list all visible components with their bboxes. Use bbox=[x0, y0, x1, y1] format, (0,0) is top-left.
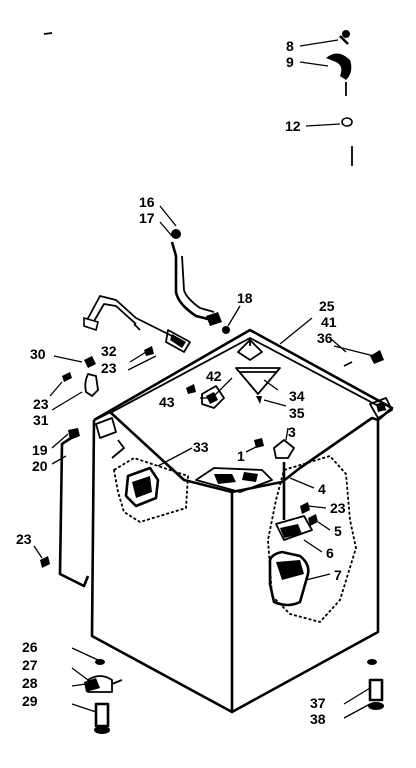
tube-assembly bbox=[83, 295, 191, 353]
callout-labels: 8 9 12 16 17 18 25 41 36 30 32 23 23 31 … bbox=[16, 38, 346, 727]
foot-right bbox=[367, 659, 384, 710]
callout-29: 29 bbox=[22, 693, 38, 709]
center-parts bbox=[186, 367, 281, 409]
callout-6: 6 bbox=[326, 545, 334, 561]
callout-35: 35 bbox=[289, 405, 305, 421]
callout-23-c: 23 bbox=[330, 500, 346, 516]
callout-20: 20 bbox=[32, 458, 48, 474]
hose-assembly bbox=[170, 229, 230, 334]
callout-41: 41 bbox=[321, 314, 337, 330]
callout-23-d: 23 bbox=[16, 531, 32, 547]
parts-1-3-4 bbox=[254, 438, 295, 520]
callout-8: 8 bbox=[286, 38, 294, 54]
callout-36: 36 bbox=[317, 330, 333, 346]
callout-30: 30 bbox=[30, 346, 46, 362]
callout-5: 5 bbox=[334, 523, 342, 539]
screw-23-left bbox=[40, 556, 50, 568]
callout-17: 17 bbox=[139, 210, 155, 226]
callout-42: 42 bbox=[206, 368, 222, 384]
callout-1: 1 bbox=[237, 448, 245, 464]
callout-3: 3 bbox=[288, 424, 296, 440]
callout-38: 38 bbox=[310, 711, 326, 727]
callout-12: 12 bbox=[285, 118, 301, 134]
callout-37: 37 bbox=[310, 695, 326, 711]
strap-19-20 bbox=[58, 428, 90, 588]
callout-19: 19 bbox=[32, 442, 48, 458]
callout-4: 4 bbox=[318, 481, 326, 497]
callout-28: 28 bbox=[22, 675, 38, 691]
switch-assembly bbox=[268, 502, 318, 607]
leader-lines bbox=[33, 39, 375, 719]
callout-18: 18 bbox=[237, 290, 253, 306]
callout-16: 16 bbox=[139, 194, 155, 210]
callout-26: 26 bbox=[22, 639, 38, 655]
callout-9: 9 bbox=[286, 54, 294, 70]
callout-27: 27 bbox=[22, 657, 38, 673]
foot-left bbox=[84, 659, 123, 734]
cabinet bbox=[90, 328, 394, 714]
mark bbox=[43, 32, 53, 35]
callout-23-a: 23 bbox=[101, 360, 117, 376]
callout-43: 43 bbox=[159, 394, 175, 410]
callout-33: 33 bbox=[193, 439, 209, 455]
callout-32: 32 bbox=[101, 343, 117, 359]
callout-7: 7 bbox=[334, 567, 342, 583]
top-right-parts bbox=[326, 30, 353, 166]
callout-34: 34 bbox=[289, 388, 305, 404]
callout-23-b: 23 bbox=[33, 396, 49, 412]
callout-25: 25 bbox=[319, 298, 335, 314]
part-33 bbox=[111, 439, 160, 508]
callout-31: 31 bbox=[33, 412, 49, 428]
small-parts-left bbox=[62, 346, 154, 397]
parts-25-41-36 bbox=[343, 350, 384, 367]
